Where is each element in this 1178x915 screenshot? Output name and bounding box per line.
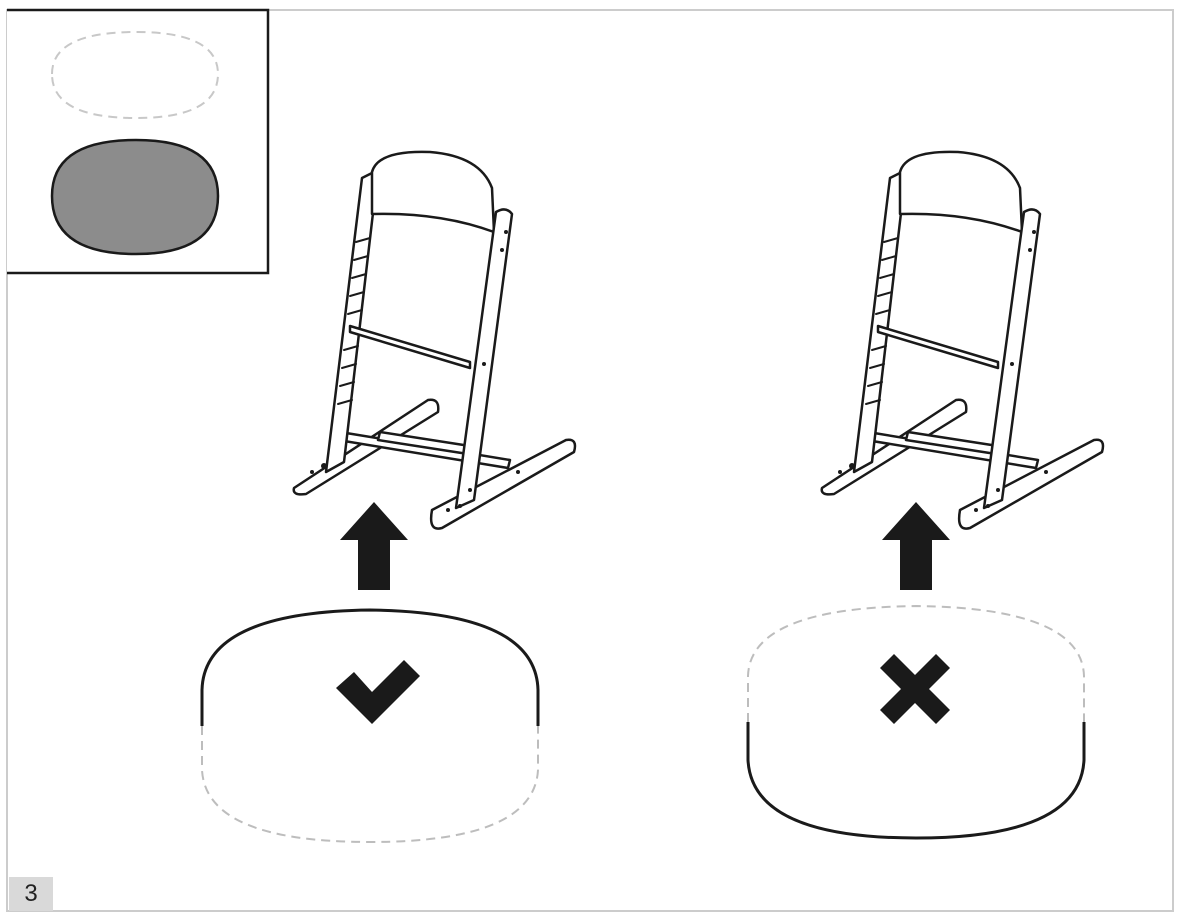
incorrect-instruction — [746, 150, 1105, 840]
up-arrow-icon — [882, 502, 950, 590]
correct-instruction — [200, 150, 577, 844]
legend-box — [7, 8, 270, 275]
check-icon — [336, 660, 420, 724]
cushion-solid-top — [200, 608, 540, 726]
cross-icon — [880, 654, 950, 724]
chair-illustration — [820, 150, 1105, 530]
cushion-dashed-top — [747, 604, 1085, 722]
chair-illustration — [292, 150, 577, 530]
cushion-dashed-legend — [50, 30, 220, 120]
cushion-dashed-bottom — [201, 726, 539, 844]
cushion-filled-legend — [50, 138, 220, 256]
step-number-badge: 3 — [9, 877, 53, 911]
cushion-solid-bottom — [746, 722, 1086, 840]
up-arrow-icon — [340, 502, 408, 590]
page-border — [6, 9, 1174, 912]
